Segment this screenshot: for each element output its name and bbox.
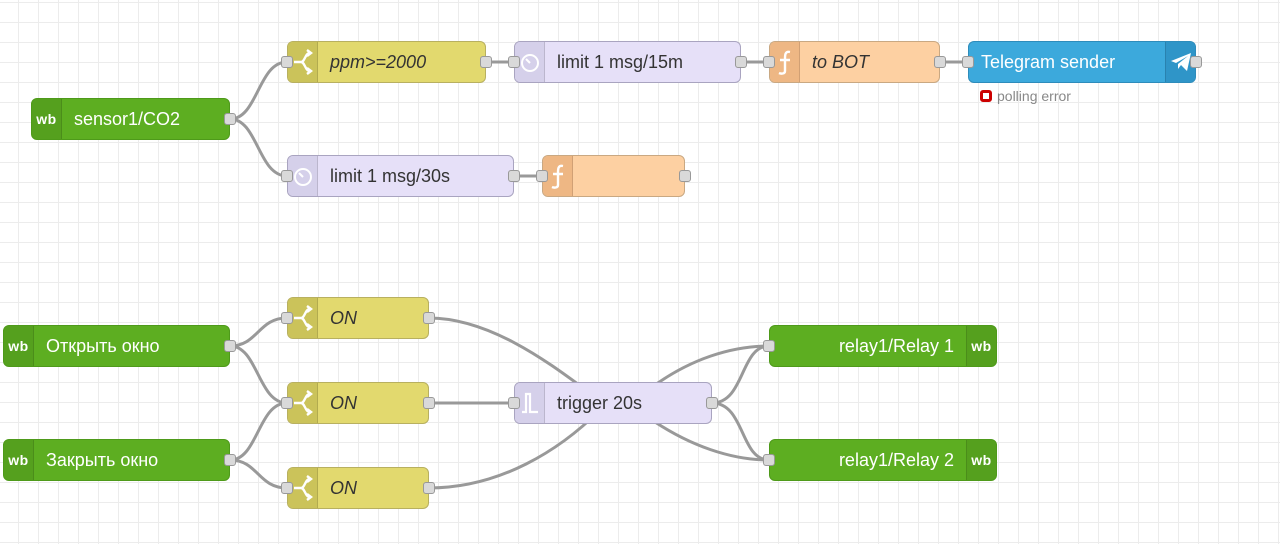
switch-icon (288, 383, 318, 423)
wb-logo-icon: wb (966, 440, 996, 480)
wire-close-to-on3 (229, 458, 288, 490)
status-text: polling error (997, 88, 1071, 104)
output-port[interactable] (423, 482, 435, 494)
node-relay2[interactable]: relay1/Relay 2 wb (769, 439, 997, 481)
node-label: ON (330, 307, 357, 328)
output-port[interactable] (224, 454, 236, 466)
wb-logo-icon: wb (4, 440, 34, 480)
node-label: ppm>=2000 (330, 51, 427, 72)
node-function-to-bot[interactable]: to BOT (769, 41, 940, 83)
node-label: Открыть окно (46, 335, 160, 356)
node-function-empty[interactable] (542, 155, 685, 197)
switch-icon (288, 468, 318, 508)
input-port[interactable] (763, 340, 775, 352)
node-open-window[interactable]: wb Открыть окно (3, 325, 230, 367)
timer-icon (515, 42, 545, 82)
timer-icon (288, 156, 318, 196)
wire-sensor-to-limit30 (229, 117, 288, 178)
node-relay1[interactable]: relay1/Relay 1 wb (769, 325, 997, 367)
output-port[interactable] (679, 170, 691, 182)
switch-icon (288, 42, 318, 82)
output-port[interactable] (934, 56, 946, 68)
wire-close-to-on2 (229, 401, 288, 462)
wire-open-to-on2 (229, 344, 288, 405)
wb-logo-icon: wb (4, 326, 34, 366)
input-port[interactable] (281, 482, 293, 494)
node-limit-15m[interactable]: limit 1 msg/15m (514, 41, 741, 83)
input-port[interactable] (763, 56, 775, 68)
wire-trigger-to-relay2-b (654, 420, 770, 462)
output-port[interactable] (423, 312, 435, 324)
node-switch-on-1[interactable]: ON (287, 297, 429, 339)
output-port[interactable] (224, 113, 236, 125)
node-label: relay1/Relay 1 (838, 335, 954, 356)
node-label: Закрыть окно (46, 449, 159, 470)
wire-open-to-on1 (229, 316, 288, 348)
wb-logo-icon: wb (32, 99, 62, 139)
node-label: Telegram sender (981, 51, 1116, 72)
input-port[interactable] (508, 397, 520, 409)
node-label: limit 1 msg/15m (557, 51, 684, 72)
input-port[interactable] (962, 56, 974, 68)
trigger-icon (515, 383, 545, 423)
node-status: polling error (980, 88, 1071, 104)
wire-trigger-to-relay1-a (711, 344, 770, 405)
wb-logo-icon: wb (966, 326, 996, 366)
node-label: sensor1/CO2 (74, 108, 181, 129)
output-port[interactable] (480, 56, 492, 68)
node-telegram-sender[interactable]: Telegram sender (968, 41, 1196, 83)
output-port[interactable] (423, 397, 435, 409)
output-port[interactable] (735, 56, 747, 68)
node-close-window[interactable]: wb Закрыть окно (3, 439, 230, 481)
input-port[interactable] (536, 170, 548, 182)
node-label: ON (330, 392, 357, 413)
output-port[interactable] (1190, 56, 1202, 68)
input-port[interactable] (281, 170, 293, 182)
node-limit-30s[interactable]: limit 1 msg/30s (287, 155, 514, 197)
function-icon (770, 42, 800, 82)
node-label: to BOT (812, 51, 870, 72)
output-port[interactable] (224, 340, 236, 352)
node-trigger-20s[interactable]: trigger 20s (514, 382, 712, 424)
input-port[interactable] (281, 397, 293, 409)
node-switch-on-3[interactable]: ON (287, 467, 429, 509)
input-port[interactable] (281, 312, 293, 324)
status-error-icon (980, 90, 992, 102)
wire-trigger-to-relay2-a (711, 401, 770, 462)
switch-icon (288, 298, 318, 338)
node-switch-on-2[interactable]: ON (287, 382, 429, 424)
input-port[interactable] (281, 56, 293, 68)
wire-trigger-to-relay1-b (654, 344, 770, 387)
node-label: ON (330, 477, 357, 498)
output-port[interactable] (706, 397, 718, 409)
node-sensor1-co2[interactable]: wb sensor1/CO2 (31, 98, 230, 140)
function-icon (543, 156, 573, 196)
wire-sensor-to-switch (229, 60, 288, 121)
node-label: trigger 20s (557, 392, 643, 413)
output-port[interactable] (508, 170, 520, 182)
input-port[interactable] (508, 56, 520, 68)
node-label: limit 1 msg/30s (330, 165, 451, 186)
input-port[interactable] (763, 454, 775, 466)
node-label: relay1/Relay 2 (838, 449, 954, 470)
node-switch-ppm[interactable]: ppm>=2000 (287, 41, 486, 83)
wire-on3-to-trigger (428, 408, 602, 490)
